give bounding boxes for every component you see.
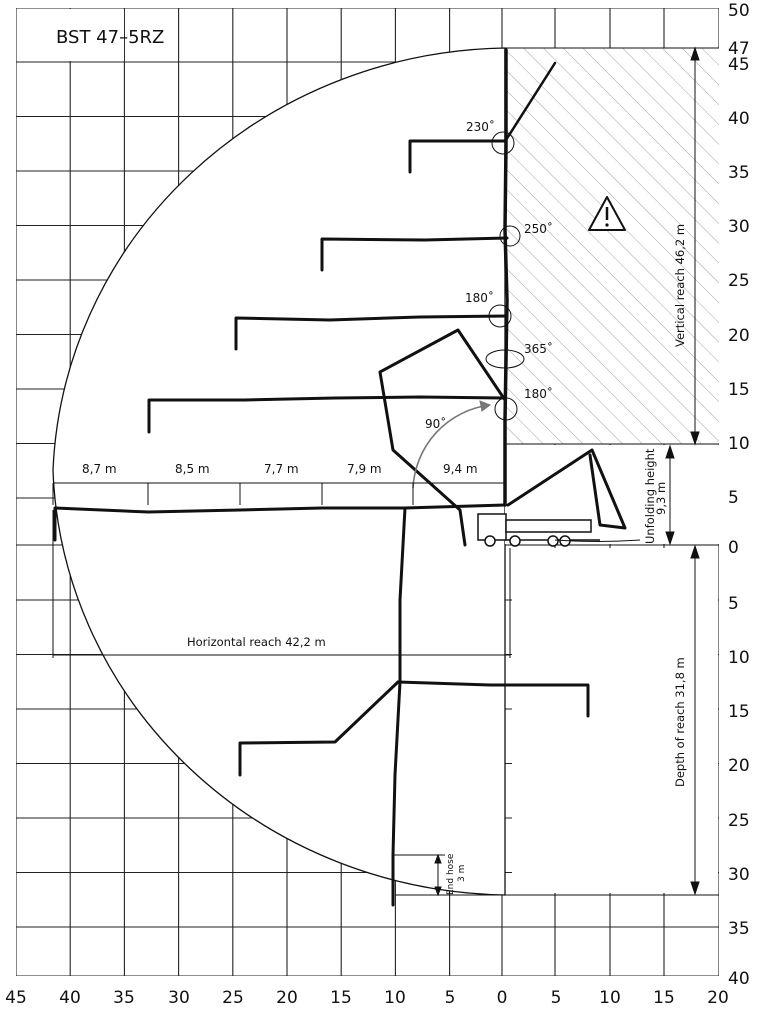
vertical-reach-label: Vertical reach 46,2 m (673, 224, 687, 347)
boom-vertical (503, 48, 509, 507)
angle-90-label: 90˚ (425, 416, 446, 431)
boom-arm-13 (147, 395, 506, 434)
x-tick-15-right: 15 (653, 988, 675, 1008)
depth-reach-dimension (395, 544, 719, 896)
x-tick-5-right: 5 (551, 988, 562, 1008)
x-tick-45: 45 (5, 988, 27, 1008)
boom-depth-left (238, 680, 400, 777)
y-axis-labels: 50 45 40 35 30 25 20 15 10 5 0 47 5 10 1… (728, 1, 750, 989)
y-marker-47: 47 (728, 39, 750, 59)
model-title: BST 47–5RZ (56, 27, 164, 48)
boom-arm-38 (408, 139, 508, 174)
y-tick-30: 30 (728, 217, 750, 237)
segment-label-4: 7,9 m (347, 462, 382, 476)
y-tick-depth-40: 40 (728, 969, 750, 989)
segment-band (52, 482, 505, 505)
y-tick-45: 45 (728, 55, 750, 75)
end-hose-dimension (393, 853, 445, 897)
boom-arm-29 (320, 236, 509, 272)
horizontal-reach-dimension (52, 510, 511, 658)
x-tick-25: 25 (222, 988, 244, 1008)
unfolding-height-dimension (554, 444, 675, 546)
boom-lines (53, 48, 627, 907)
truck (477, 513, 600, 547)
y-tick-40: 40 (728, 109, 750, 129)
depth-reach-label: Depth of reach 31,8 m (673, 657, 687, 787)
boom-depth-down (391, 506, 407, 907)
angle-230-label: 230˚ (466, 119, 495, 134)
vertical-reach-dimension (690, 46, 700, 446)
angle-180-bottom-label: 180˚ (524, 386, 553, 401)
y-tick-5: 5 (728, 488, 739, 508)
angle-250-label: 250˚ (524, 221, 553, 236)
reach-envelope (52, 47, 506, 896)
y-tick-depth-15: 15 (728, 702, 750, 722)
x-tick-40: 40 (59, 988, 81, 1008)
x-tick-0: 0 (497, 988, 508, 1008)
segment-label-1: 8,7 m (82, 462, 117, 476)
x-tick-10-right: 10 (599, 988, 621, 1008)
y-tick-depth-25: 25 (728, 811, 750, 831)
restricted-zone (505, 47, 719, 445)
angle-365-label: 365˚ (524, 341, 553, 356)
y-tick-depth-30: 30 (728, 865, 750, 885)
y-tick-35: 35 (728, 163, 750, 183)
segment-label-2: 8,5 m (175, 462, 210, 476)
angle-180-top-label: 180˚ (465, 290, 494, 305)
segment-label-5: 9,4 m (443, 462, 478, 476)
y-tick-15: 15 (728, 380, 750, 400)
y-tick-25: 25 (728, 271, 750, 291)
x-tick-10: 10 (384, 988, 406, 1008)
depth-zone (512, 548, 718, 893)
x-tick-20-right: 20 (707, 988, 729, 1008)
y-tick-depth-10: 10 (728, 648, 750, 668)
x-tick-20: 20 (276, 988, 298, 1008)
y-tick-depth-35: 35 (728, 919, 750, 939)
x-tick-15: 15 (330, 988, 352, 1008)
x-tick-35: 35 (113, 988, 135, 1008)
y-tick-0: 0 (728, 538, 739, 558)
x-axis-labels: 45 40 35 30 25 20 15 10 5 0 5 10 15 20 (5, 988, 729, 1008)
title-box (17, 9, 124, 61)
boom-folded (378, 328, 507, 547)
unfolding-height-label: Unfolding height (643, 448, 657, 544)
boom-arm-21 (234, 314, 509, 351)
unfolding-height-value: 9,3 m (654, 482, 668, 515)
end-hose-label: End hose (446, 853, 456, 895)
warning-triangle-icon (588, 196, 626, 231)
boom-transport (506, 448, 627, 530)
x-tick-30: 30 (168, 988, 190, 1008)
y-tick-depth-20: 20 (728, 756, 750, 776)
y-tick-depth-5: 5 (728, 594, 739, 614)
angle-arcs (412, 131, 525, 489)
y-tick-50: 50 (728, 1, 750, 21)
boom-depth-right (396, 680, 590, 718)
horizontal-reach-label: Horizontal reach 42,2 m (187, 635, 326, 649)
end-hose-value: 3 m (457, 865, 467, 882)
y-tick-20: 20 (728, 326, 750, 346)
y-tick-10: 10 (728, 434, 750, 454)
boom-tip-diagonal (504, 61, 557, 142)
segment-label-3: 7,7 m (264, 462, 299, 476)
x-tick-5-left: 5 (445, 988, 456, 1008)
